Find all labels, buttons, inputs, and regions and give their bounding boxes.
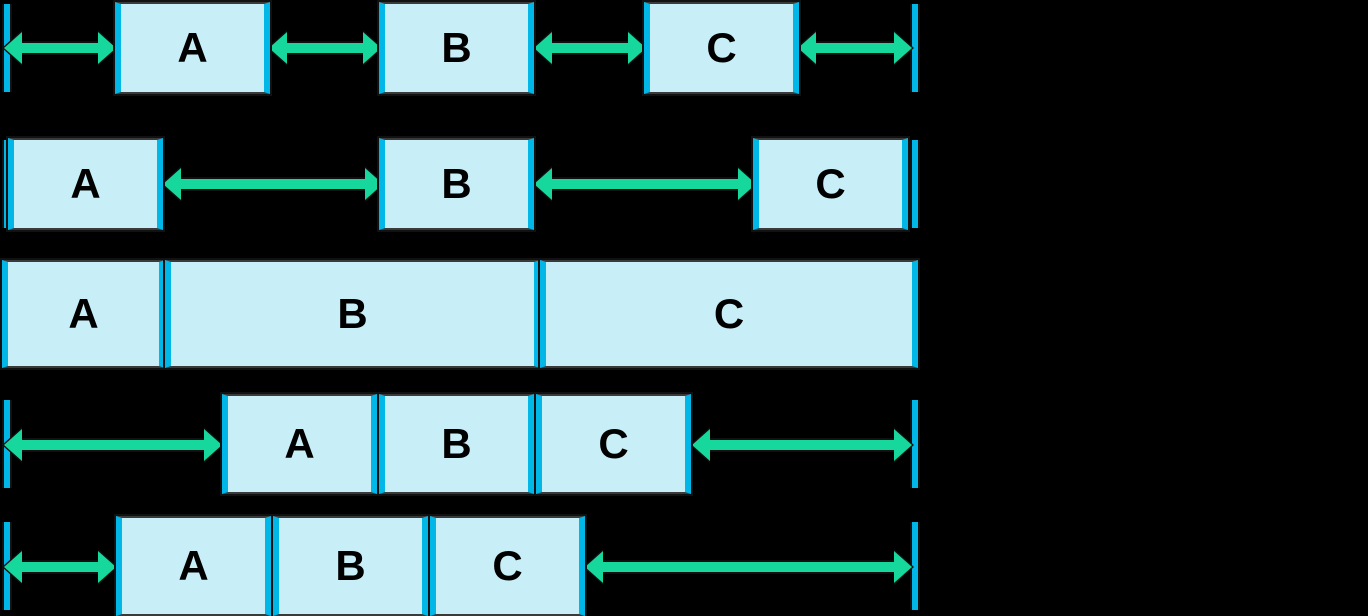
flex-item-label: A	[284, 420, 315, 467]
flex-item-label: C	[713, 290, 745, 337]
flex-item-box-c: C	[642, 0, 801, 96]
container-end-bar	[910, 140, 920, 228]
flex-item-label: A	[177, 24, 208, 71]
flex-item-box-a: A	[0, 258, 167, 370]
diagram-row-row-stretch-fill: A B C	[0, 258, 1368, 370]
arrow-head-left-icon	[163, 168, 181, 200]
diagram-row-row-flex-start: A B C	[0, 514, 1368, 616]
diagram-row-row-flex-end: A B C	[0, 392, 1368, 496]
arrow-head-left-icon	[4, 32, 22, 64]
flex-item-box-a: A	[220, 392, 379, 496]
flex-item-label: B	[441, 160, 472, 207]
arrow-shaft	[708, 438, 896, 452]
arrow-shaft	[179, 177, 367, 191]
arrow-shaft	[285, 41, 365, 55]
arrow-head-left-icon	[534, 168, 552, 200]
flex-item-label: C	[815, 160, 846, 207]
arrow-head-right-icon	[363, 32, 381, 64]
gap-arrow-2	[267, 25, 383, 71]
flex-item-label: C	[706, 24, 737, 71]
arrow-head-left-icon	[269, 32, 287, 64]
arrow-head-right-icon	[365, 168, 383, 200]
arrow-shaft	[20, 41, 100, 55]
arrow-head-right-icon	[98, 551, 116, 583]
flex-item-box-a: A	[6, 136, 165, 232]
arrow-head-left-icon	[798, 32, 816, 64]
arrow-head-right-icon	[894, 551, 912, 583]
arrow-head-right-icon	[738, 168, 756, 200]
arrow-shaft	[601, 560, 896, 574]
flex-item-label: B	[337, 290, 368, 337]
arrow-head-left-icon	[692, 429, 710, 461]
diagram-row-row-space-between-even: A B C	[0, 0, 1368, 96]
flex-item-label: A	[68, 290, 99, 337]
arrow-head-right-icon	[894, 32, 912, 64]
arrow-head-left-icon	[4, 551, 22, 583]
flex-item-box-b: B	[377, 136, 536, 232]
arrow-shaft	[550, 177, 740, 191]
flex-item-label: B	[335, 542, 366, 589]
flex-item-box-c: C	[534, 392, 693, 496]
gap-arrow-1	[161, 161, 385, 207]
flex-item-label: A	[178, 542, 209, 589]
flex-item-box-b: B	[377, 0, 536, 96]
arrow-head-right-icon	[98, 32, 116, 64]
arrow-head-left-icon	[4, 429, 22, 461]
flex-item-box-a: A	[114, 514, 273, 616]
arrow-shaft	[20, 560, 100, 574]
flex-item-label: C	[492, 542, 523, 589]
arrow-head-right-icon	[894, 429, 912, 461]
leading-space-arrow	[2, 544, 118, 590]
flex-item-box-b: B	[163, 258, 542, 370]
gap-arrow-4	[796, 25, 914, 71]
gap-arrow-1	[2, 25, 118, 71]
diagram-row-row-space-between: A B C	[0, 136, 1368, 232]
gap-arrow-2	[532, 161, 758, 207]
arrow-shaft	[814, 41, 896, 55]
trailing-space-arrow	[583, 544, 914, 590]
arrow-shaft	[20, 438, 206, 452]
flex-item-label: A	[70, 160, 101, 207]
trailing-space-arrow	[690, 422, 914, 468]
flex-item-box-c: C	[538, 258, 920, 370]
arrow-shaft	[550, 41, 630, 55]
flex-item-box-b: B	[271, 514, 430, 616]
flex-item-label: C	[598, 420, 629, 467]
flex-item-box-b: B	[377, 392, 536, 496]
arrow-head-left-icon	[534, 32, 552, 64]
arrow-head-left-icon	[585, 551, 603, 583]
flex-item-box-c: C	[428, 514, 587, 616]
flex-item-label: B	[441, 420, 472, 467]
flex-item-box-c: C	[751, 136, 910, 232]
flex-item-label: B	[441, 24, 472, 71]
flex-item-box-a: A	[113, 0, 272, 96]
gap-arrow-3	[532, 25, 648, 71]
leading-space-arrow	[2, 422, 224, 468]
arrow-head-right-icon	[628, 32, 646, 64]
arrow-head-right-icon	[204, 429, 222, 461]
